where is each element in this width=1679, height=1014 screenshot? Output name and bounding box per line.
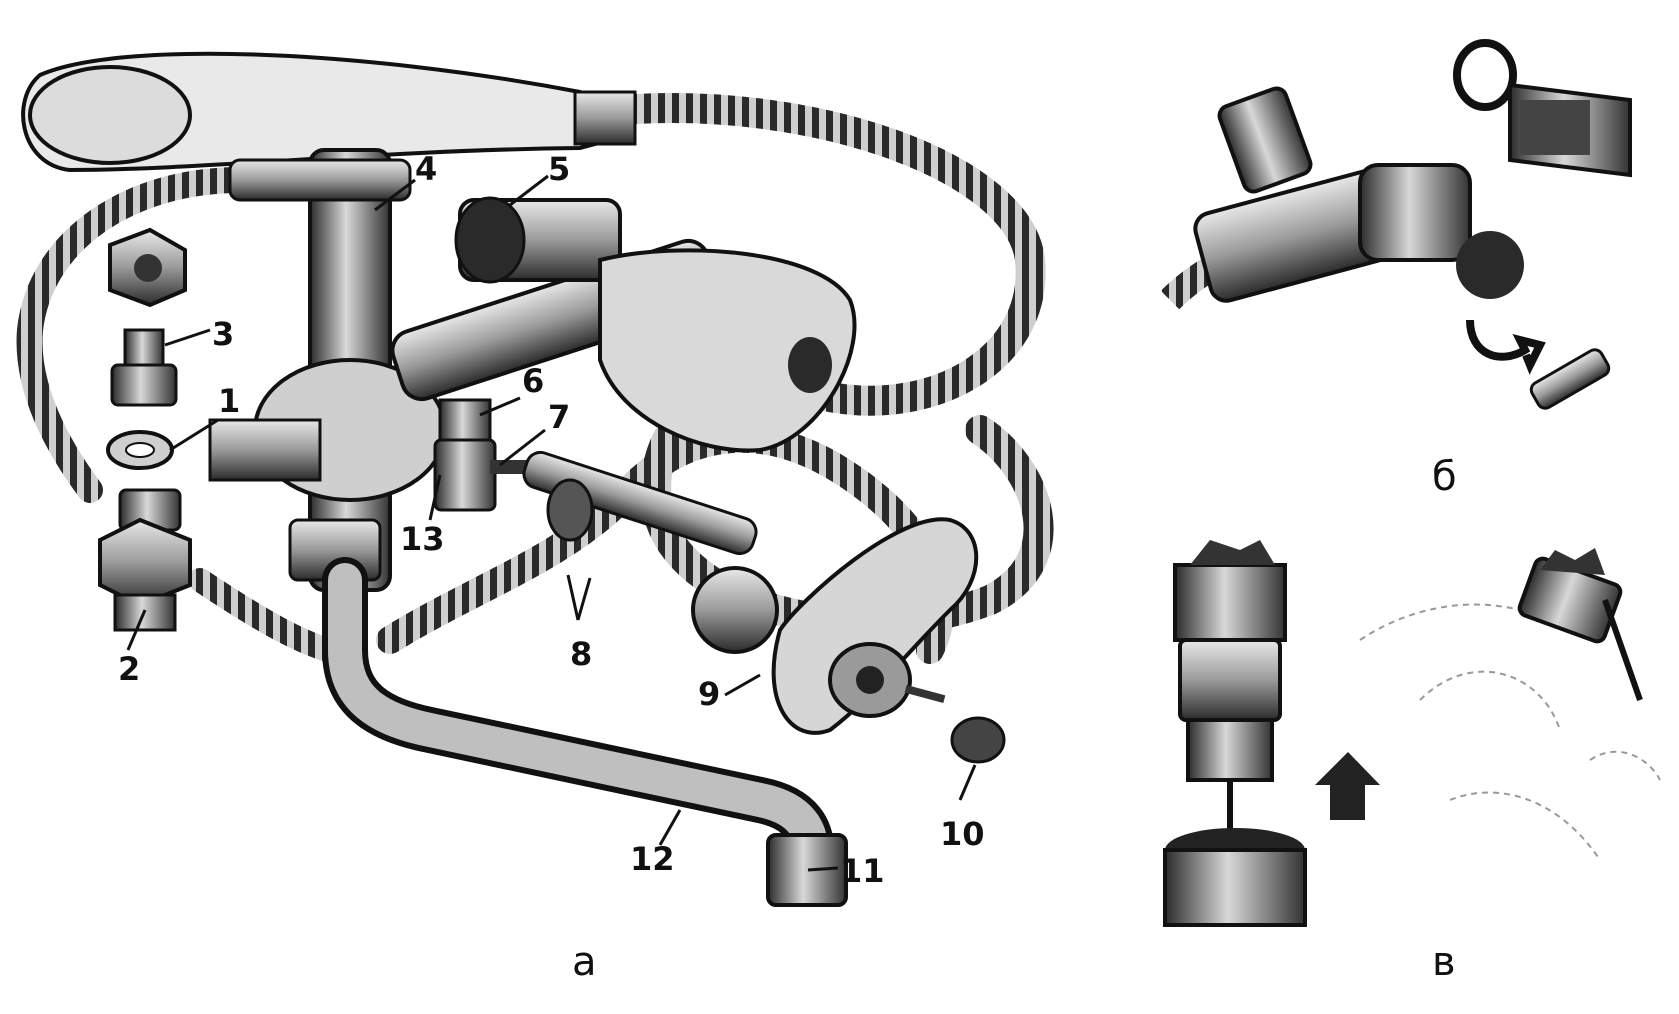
- callout-4: 4: [415, 150, 437, 188]
- callout-2: 2: [118, 650, 140, 688]
- rotation-arrow: [1466, 319, 1546, 375]
- handle-part: [771, 517, 979, 735]
- valve-body: [390, 196, 857, 453]
- callout-8: 8: [570, 635, 592, 673]
- panel-a-illustration: [16, 51, 1054, 907]
- callout-10: 10: [940, 815, 985, 853]
- callout-11: 11: [840, 852, 885, 890]
- callout-5: 5: [548, 150, 570, 188]
- panel-v-caption: в: [1432, 939, 1456, 985]
- cap-part: [950, 716, 1006, 764]
- gasket-part-1: [106, 430, 174, 470]
- callout-1: 1: [218, 382, 240, 420]
- panel-b-caption: б: [1432, 454, 1457, 500]
- callout-7: 7: [548, 398, 570, 436]
- nut-part: [108, 227, 187, 308]
- callout-6: 6: [522, 362, 544, 400]
- o-ring: [1453, 39, 1517, 111]
- shower-head: [21, 51, 637, 173]
- panel-b-illustration: [1160, 39, 1632, 410]
- valve-seat-part: [1508, 82, 1632, 178]
- panel-a-caption: а: [572, 939, 597, 985]
- stem-part: [522, 450, 779, 654]
- callout-3: 3: [212, 315, 234, 353]
- callout-9: 9: [698, 675, 720, 713]
- key-part: [1529, 348, 1611, 410]
- up-arrow: [1315, 752, 1380, 820]
- cartridge-in-hand: [1517, 548, 1643, 701]
- left-hose: [16, 167, 253, 503]
- callout-12: 12: [630, 840, 675, 878]
- spout-nut: [766, 833, 848, 907]
- hand-sketch: [1359, 603, 1661, 861]
- eccentric-part-2: [98, 488, 192, 632]
- callout-labels: 1 2 3 4 5 6 7 8 9 10 11 12 13 а б в: [118, 150, 1457, 985]
- callout-13: 13: [400, 520, 445, 558]
- fitting-part-3: [110, 328, 178, 407]
- panel-v-illustration: [1163, 540, 1661, 927]
- leader-lines: [126, 174, 977, 872]
